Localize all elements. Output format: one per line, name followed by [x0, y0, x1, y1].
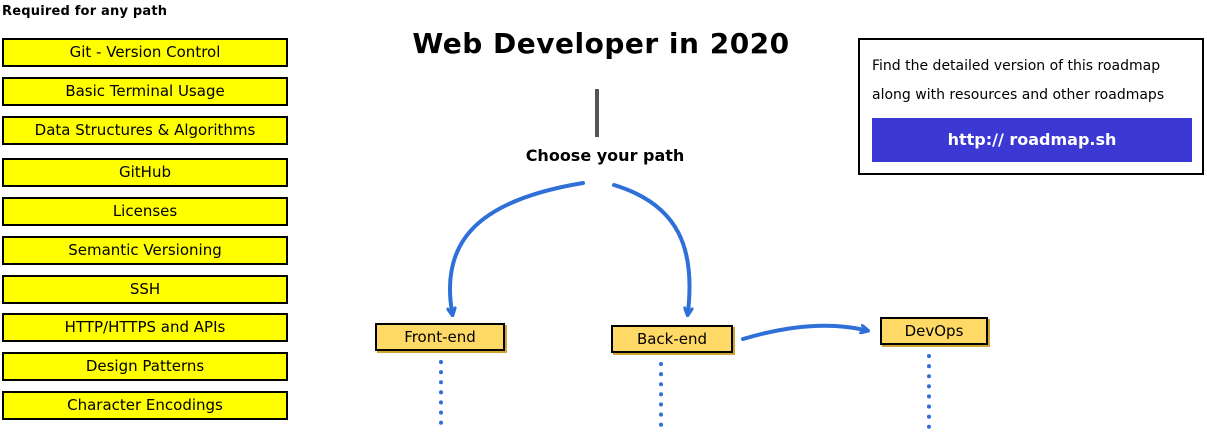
arrow-to-frontend — [450, 181, 585, 312]
arrow-to-backend — [612, 183, 690, 312]
roadmap-url-button[interactable]: http:// roadmap.sh — [872, 118, 1192, 162]
required-item-dsa[interactable]: Data Structures & Algorithms — [2, 116, 288, 145]
required-item-licenses[interactable]: Licenses — [2, 197, 288, 226]
required-item-git[interactable]: Git - Version Control — [2, 38, 288, 67]
required-item-ssh[interactable]: SSH — [2, 275, 288, 304]
required-item-terminal[interactable]: Basic Terminal Usage — [2, 77, 288, 106]
choose-path-label: Choose your path — [525, 146, 685, 165]
devops-node[interactable]: DevOps — [880, 317, 988, 345]
required-section-label: Required for any path — [2, 4, 168, 19]
required-item-design-patterns[interactable]: Design Patterns — [2, 352, 288, 381]
info-line-2: along with resources and other roadmaps — [872, 87, 1165, 103]
required-item-encodings[interactable]: Character Encodings — [2, 391, 288, 420]
backend-node[interactable]: Back-end — [611, 325, 733, 353]
required-item-github[interactable]: GitHub — [2, 158, 288, 187]
page-title: Web Developer in 2020 — [412, 27, 790, 60]
required-item-http[interactable]: HTTP/HTTPS and APIs — [2, 313, 288, 342]
info-box: Find the detailed version of this roadma… — [858, 38, 1204, 175]
required-item-semver[interactable]: Semantic Versioning — [2, 236, 288, 265]
frontend-node[interactable]: Front-end — [375, 323, 505, 351]
arrow-to-devops — [741, 323, 865, 341]
info-line-1: Find the detailed version of this roadma… — [872, 58, 1161, 74]
